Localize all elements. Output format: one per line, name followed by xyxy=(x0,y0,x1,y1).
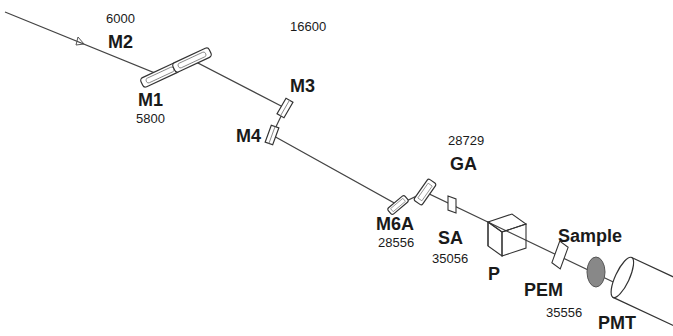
mirror-m3 xyxy=(277,98,293,118)
part-name: M1 xyxy=(138,90,163,111)
beam-path xyxy=(5,12,630,290)
mirror-m4 xyxy=(265,125,279,145)
callout-number: 35056 xyxy=(432,252,468,267)
beam-marker xyxy=(76,37,84,45)
part-name: PEM xyxy=(524,280,563,301)
part-name: M3 xyxy=(290,76,315,97)
callout-number: 28729 xyxy=(448,134,484,149)
part-name: M2 xyxy=(108,32,133,53)
part-name: P xyxy=(488,264,500,285)
mirror-m6a xyxy=(387,195,409,215)
callout-number: 35556 xyxy=(546,306,582,321)
part-name: M4 xyxy=(236,126,261,147)
part-name: M6A xyxy=(376,214,414,235)
callout-number: 6000 xyxy=(106,12,135,27)
slit-sa xyxy=(448,196,456,213)
callout-number: 5800 xyxy=(136,112,165,127)
part-name: SA xyxy=(438,228,463,249)
polarizer-p xyxy=(488,214,526,256)
sample-disc xyxy=(587,257,605,287)
part-name: GA xyxy=(450,154,477,175)
mirror-m2 xyxy=(172,47,212,73)
part-name: PMT xyxy=(598,313,636,334)
callout-number: 28556 xyxy=(378,236,414,251)
callout-number: 16600 xyxy=(290,20,326,35)
grating-ga xyxy=(413,178,436,205)
part-name: Sample xyxy=(558,226,622,247)
